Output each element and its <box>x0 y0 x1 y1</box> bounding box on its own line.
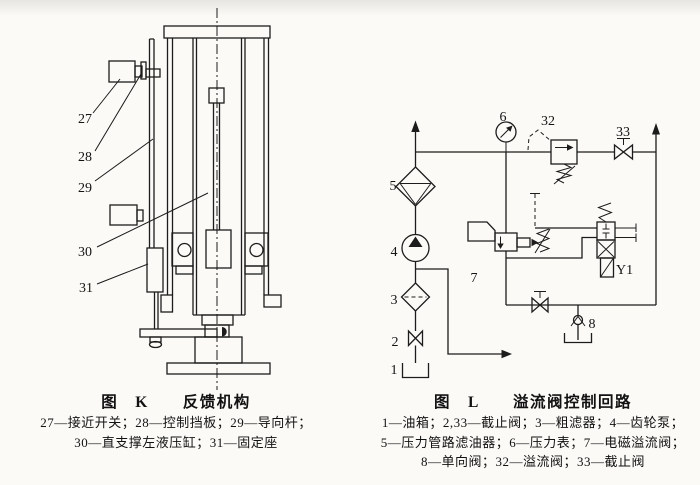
pump-suction-line <box>411 120 512 363</box>
bolt-hole-left <box>177 242 192 258</box>
coarse-filter-symbol <box>400 282 431 312</box>
leader-lines <box>92 73 209 285</box>
figure-l-caption-line-1: 1—油箱；2,33—截止阀；3—粗滤器；4—齿轮泵； <box>381 415 685 430</box>
bolt-hole-right <box>249 242 264 258</box>
part-label-4: 4 <box>391 245 398 260</box>
control-baffle-symbol <box>140 61 161 80</box>
cylinder-center-assembly <box>201 8 234 390</box>
main-pressure-line <box>415 123 660 306</box>
relief-valve-32-symbol <box>527 129 578 185</box>
piston-block <box>205 229 232 269</box>
part-label-3: 3 <box>391 293 398 308</box>
flow-arrow-right <box>501 349 512 359</box>
figure-k-caption-line-2: 30—直支撑左液压缸；31—固定座 <box>74 434 278 450</box>
valve-spring <box>597 202 613 223</box>
check-valve-8-symbol <box>563 305 593 344</box>
flow-arrow-up-right <box>652 123 660 135</box>
part-label-32: 32 <box>541 114 555 129</box>
part-label-5: 5 <box>390 179 397 194</box>
flow-arrow-up <box>411 120 420 132</box>
part-label-30: 30 <box>78 245 92 260</box>
pressure-filter-symbol <box>395 166 436 207</box>
solenoid-directional-valve-symbol <box>596 202 637 278</box>
figure-k-caption: 图 K 反馈机构 27—接近开关；28—控制挡板；29—导向杆； 30—直支撑左… <box>30 392 322 452</box>
part-label-Y1: Y1 <box>616 263 633 278</box>
figure-k-caption-line-1: 27—接近开关；28—控制挡板；29—导向杆； <box>40 415 312 430</box>
pressure-gauge-symbol <box>495 121 517 152</box>
figure-k-title: 图 K 反馈机构 <box>101 394 251 411</box>
part-label-7: 7 <box>471 271 478 286</box>
part-label-33: 33 <box>616 125 630 140</box>
solenoid-relief-valve-7-symbol <box>467 193 597 259</box>
figure-l-caption: 图 L 溢流阀控制回路 1—油箱；2,33—截止阀；3—粗滤器；4—齿轮泵； 5… <box>366 392 700 472</box>
proximity-switch-symbol <box>108 60 143 83</box>
lower-switch-symbol <box>109 204 144 226</box>
side-brackets <box>171 232 269 275</box>
shutoff-valve-33-symbol <box>613 138 634 161</box>
guide-rod-symbol <box>146 38 164 329</box>
part-label-31: 31 <box>79 281 93 296</box>
part-label-6: 6 <box>500 110 507 125</box>
part-label-27: 27 <box>78 112 92 127</box>
part-label-28: 28 <box>78 150 92 165</box>
figure-l-caption-line-3: 8—单向阀；32—溢流阀；33—截止阀 <box>420 454 645 469</box>
fixed-seat-symbol <box>146 247 164 293</box>
tank-1-symbol <box>401 363 430 379</box>
shutoff-valve-2-symbol <box>407 329 424 348</box>
part-label-29: 29 <box>78 181 92 196</box>
part-label-1: 1 <box>391 363 398 378</box>
gear-pump-symbol <box>401 233 430 263</box>
base-pedestal <box>139 328 271 375</box>
figure-l-caption-line-2: 5—压力管路滤油器；6—压力表；7—电磁溢流阀； <box>380 434 686 450</box>
tank-under-check-valve <box>563 333 593 344</box>
figure-l-circuit: 1 2 3 4 5 6 7 8 32 33 Y1 <box>390 110 660 379</box>
bottom-shutoff-valve-symbol <box>531 291 549 314</box>
figure-l-title: 图 L 溢流阀控制回路 <box>434 394 632 411</box>
part-label-2: 2 <box>392 335 399 350</box>
solenoid-coil-Y1 <box>599 257 615 278</box>
figure-k-drawing: 27 28 29 30 31 <box>78 8 282 390</box>
gauge-needle-arrow <box>506 125 513 132</box>
part-label-8: 8 <box>589 317 596 332</box>
machine-frame <box>160 25 282 316</box>
